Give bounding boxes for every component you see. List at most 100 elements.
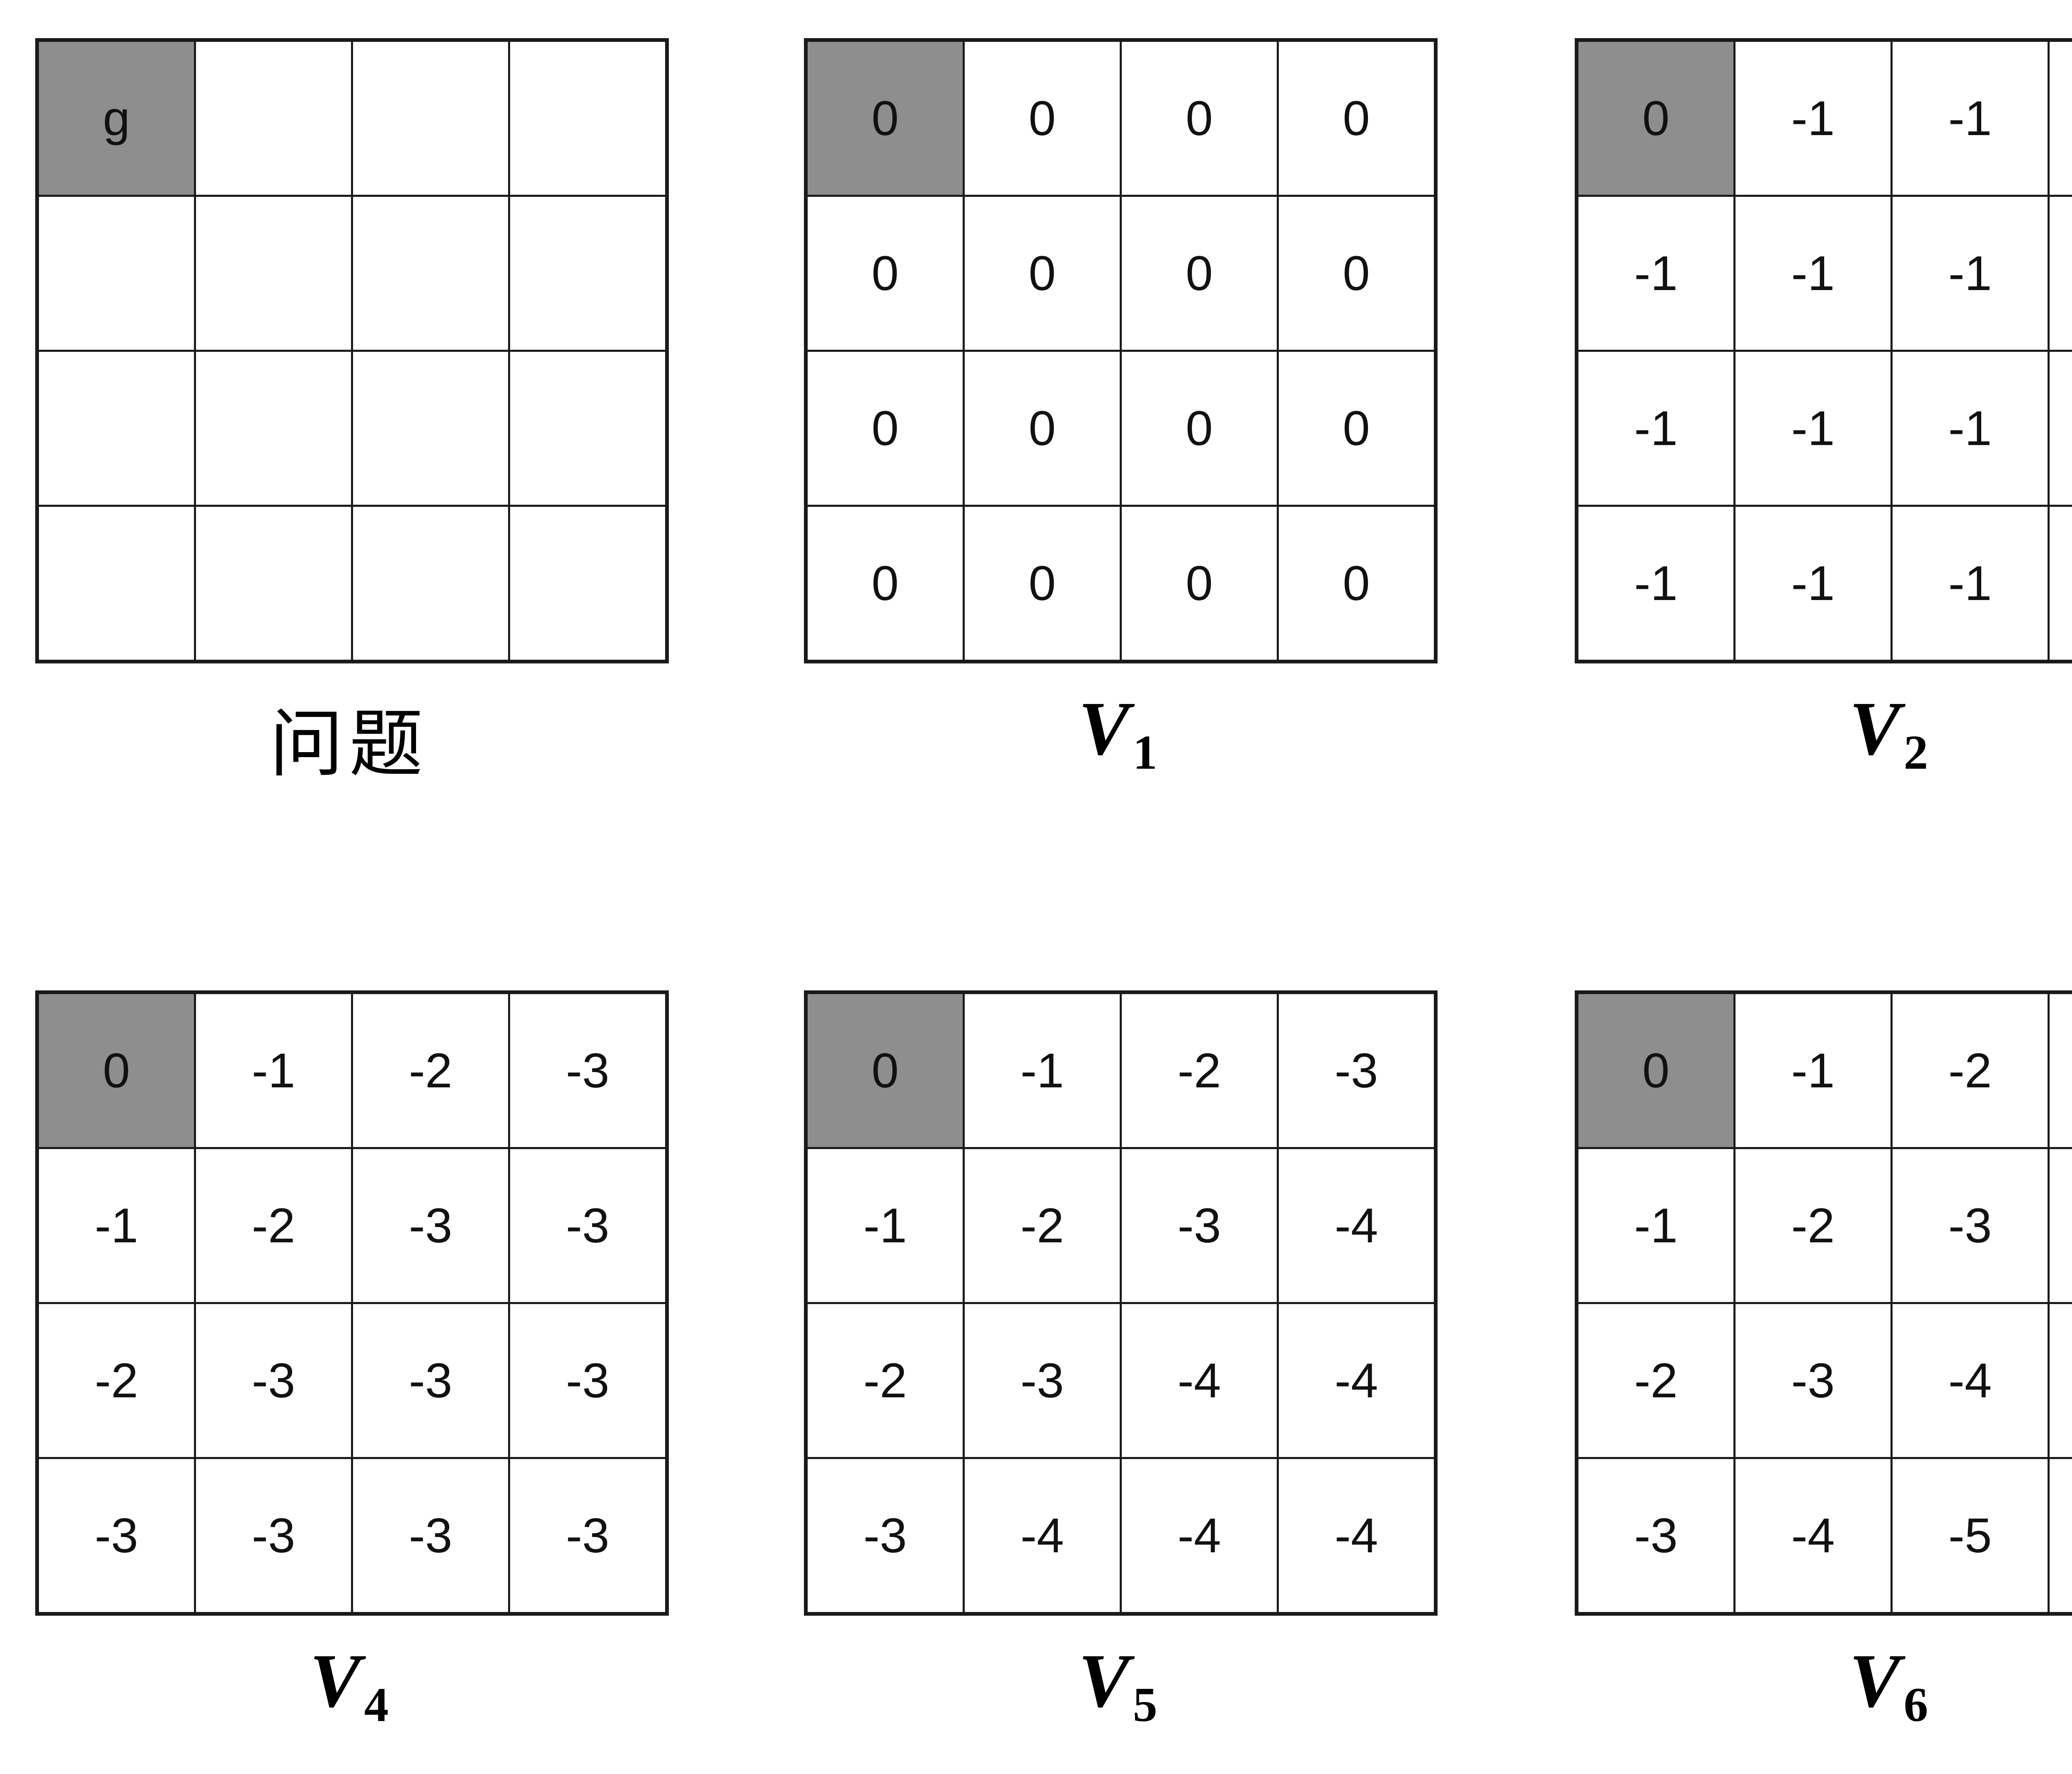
grid-cell-r2-c4[interactable]: -4 [2048,1147,2072,1304]
grid-cell-r2-c4[interactable]: -3 [508,1147,668,1304]
grid-cell-r2-c1[interactable]: -1 [1576,1147,1736,1304]
grid-cell-r2-c3[interactable]: -3 [351,1147,510,1304]
grid-cell-r4-c3[interactable] [351,505,510,663]
grid-cell-r2-c2[interactable]: -2 [963,1147,1122,1304]
grid-cell-r3-c4[interactable]: -5 [2048,1302,2072,1459]
grid-cell-r4-c2[interactable]: -4 [1733,1457,1893,1615]
grid-cell-r1-c1[interactable]: 0 [36,991,196,1149]
grid-cell-r3-c4[interactable]: -1 [2048,350,2072,507]
grid-cell-r4-c2[interactable]: -3 [194,1457,353,1615]
grid-cell-r3-c1[interactable] [36,350,196,507]
grid-cell-r2-c3[interactable] [351,195,510,352]
grid-cell-r2-c3[interactable]: -1 [1890,195,2050,352]
grid-cell-r4-c4[interactable]: 0 [1277,505,1437,663]
caption-subscript: 5 [1133,1677,1157,1732]
grid-cell-r3-c4[interactable]: 0 [1277,350,1437,507]
grid-cell-r1-c4[interactable]: -3 [2048,991,2072,1149]
grid-row: -1-2-3-4 [1576,1147,2072,1304]
grid-cell-r3-c1[interactable]: -2 [36,1302,196,1459]
grid-cell-r3-c3[interactable]: -4 [1890,1302,2050,1459]
grid-cell-r3-c3[interactable] [351,350,510,507]
grid-cell-r4-c1[interactable]: -1 [1576,505,1736,663]
grid-cell-r1-c2[interactable]: -1 [1733,991,1893,1149]
grid-cell-r2-c1[interactable]: -1 [1576,195,1736,352]
grid-cell-r4-c4[interactable] [508,505,668,663]
grid-cell-r3-c2[interactable]: 0 [963,350,1122,507]
grid-cell-r3-c2[interactable]: -3 [194,1302,353,1459]
grid-cell-r1-c4[interactable]: -1 [2048,39,2072,197]
grid-cell-r3-c1[interactable]: -2 [1576,1302,1736,1459]
grid-cell-r3-c2[interactable]: -3 [963,1302,1122,1459]
grid-cell-r2-c2[interactable]: 0 [963,195,1122,352]
grid-cell-r4-c3[interactable]: -3 [351,1457,510,1615]
grid-cell-r1-c1[interactable]: 0 [805,39,965,197]
grid-cell-r2-c2[interactable]: -2 [1733,1147,1893,1304]
grid-cell-r2-c2[interactable] [194,195,353,352]
grid-cell-r1-c1[interactable]: 0 [1576,39,1736,197]
grid-cell-r4-c3[interactable]: 0 [1120,505,1279,663]
grid-cell-r4-c2[interactable]: -4 [963,1457,1122,1615]
grid-cell-r4-c2[interactable]: 0 [963,505,1122,663]
grid-cell-r4-c4[interactable]: -3 [508,1457,668,1615]
grid-cell-r3-c3[interactable]: -3 [351,1302,510,1459]
grid-cell-r1-c2[interactable] [194,39,353,197]
grid-cell-r1-c3[interactable]: -2 [351,991,510,1149]
grid-cell-r3-c1[interactable]: -1 [1576,350,1736,507]
grid-cell-r3-c2[interactable]: -3 [1733,1302,1893,1459]
grid-cell-r1-c4[interactable]: -3 [508,991,668,1149]
grid-cell-r4-c3[interactable]: -5 [1890,1457,2050,1615]
grid-cell-r3-c2[interactable]: -1 [1733,350,1893,507]
grid-cell-r1-c1[interactable]: g [36,39,196,197]
grid-cell-r1-c1[interactable]: 0 [1576,991,1736,1149]
grid-cell-r1-c2[interactable]: -1 [1733,39,1893,197]
grid-cell-r3-c4[interactable]: -4 [1277,1302,1437,1459]
grid-cell-r3-c4[interactable]: -3 [508,1302,668,1459]
grid-cell-r4-c4[interactable]: -1 [2048,505,2072,663]
grid-cell-r4-c1[interactable] [36,505,196,663]
grid-cell-r3-c3[interactable]: 0 [1120,350,1279,507]
grid-cell-r2-c4[interactable]: -4 [1277,1147,1437,1304]
grid-cell-r4-c4[interactable]: -4 [1277,1457,1437,1615]
grid-cell-r1-c3[interactable]: 0 [1120,39,1279,197]
grid-cell-r1-c3[interactable] [351,39,510,197]
grid-cell-r2-c1[interactable]: -1 [805,1147,965,1304]
grid-cell-r3-c4[interactable] [508,350,668,507]
grid-cell-r2-c2[interactable]: -2 [194,1147,353,1304]
grid-cell-r1-c4[interactable]: 0 [1277,39,1437,197]
grid-cell-r2-c3[interactable]: -3 [1120,1147,1279,1304]
grid-cell-r1-c3[interactable]: -2 [1120,991,1279,1149]
grid-cell-r1-c4[interactable]: -3 [1277,991,1437,1149]
grid-cell-r4-c2[interactable] [194,505,353,663]
grid-cell-r3-c1[interactable]: 0 [805,350,965,507]
grid-cell-r2-c4[interactable] [508,195,668,352]
grid-cell-r3-c3[interactable]: -4 [1120,1302,1279,1459]
grid-cell-r2-c3[interactable]: 0 [1120,195,1279,352]
grid-cell-r2-c4[interactable]: 0 [1277,195,1437,352]
grid-cell-r3-c1[interactable]: -2 [805,1302,965,1459]
grid-cell-r1-c3[interactable]: -2 [1890,991,2050,1149]
grid-cell-r2-c4[interactable]: -1 [2048,195,2072,352]
grid-cell-r2-c1[interactable]: -1 [36,1147,196,1304]
grid-cell-r1-c2[interactable]: -1 [194,991,353,1149]
grid-cell-r3-c2[interactable] [194,350,353,507]
grid-cell-r3-c3[interactable]: -1 [1890,350,2050,507]
grid-cell-r2-c1[interactable] [36,195,196,352]
grid-cell-r4-c2[interactable]: -1 [1733,505,1893,663]
grid-cell-r1-c2[interactable]: 0 [963,39,1122,197]
grid-cell-r1-c4[interactable] [508,39,668,197]
caption-subscript: 2 [1903,725,1928,780]
grid-cell-r1-c2[interactable]: -1 [963,991,1122,1149]
grid-cell-r4-c3[interactable]: -4 [1120,1457,1279,1615]
grid-cell-r4-c1[interactable]: -3 [1576,1457,1736,1615]
grid-cell-r4-c1[interactable]: 0 [805,505,965,663]
grid-cell-r2-c1[interactable]: 0 [805,195,965,352]
grid-cell-r4-c4[interactable]: -5 [2048,1457,2072,1615]
grid-cell-r4-c1[interactable]: -3 [36,1457,196,1615]
grid-cell-r4-c3[interactable]: -1 [1890,505,2050,663]
grid-cell-r1-c1[interactable]: 0 [805,991,965,1149]
grid-cell-r4-c1[interactable]: -3 [805,1457,965,1615]
grid-cell-r2-c2[interactable]: -1 [1733,195,1893,352]
grid-cell-r1-c3[interactable]: -1 [1890,39,2050,197]
grid-cell-r2-c3[interactable]: -3 [1890,1147,2050,1304]
grid-row: -2-3-4-5 [1576,1302,2072,1459]
